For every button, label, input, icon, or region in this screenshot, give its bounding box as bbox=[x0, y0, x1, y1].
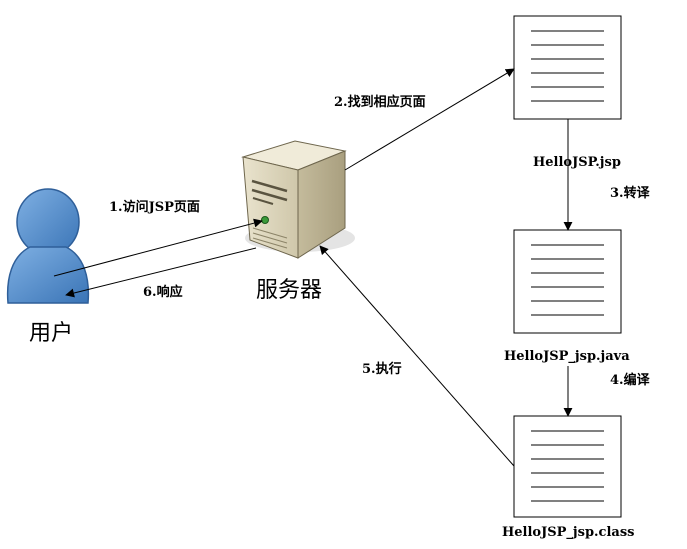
document-icon bbox=[513, 15, 622, 120]
document-icon bbox=[513, 229, 622, 334]
step-2-label: 2.找到相应页面 bbox=[334, 94, 426, 110]
arrow-execute bbox=[319, 245, 515, 467]
user-icon bbox=[6, 188, 90, 304]
step-4-label: 4.编译 bbox=[610, 372, 651, 388]
java-file-label: HelloJSP_jsp.java bbox=[504, 349, 630, 364]
arrow-response bbox=[65, 247, 257, 298]
arrow-find-page bbox=[344, 68, 515, 171]
step-3-label: 3.转译 bbox=[610, 185, 651, 201]
user-label: 用户 bbox=[29, 321, 73, 346]
jsp-file-label: HelloJSP.jsp bbox=[533, 155, 621, 170]
class-file-label: HelloJSP_jsp.class bbox=[502, 525, 634, 540]
step-5-label: 5.执行 bbox=[362, 361, 402, 377]
arrow-visit bbox=[53, 218, 263, 277]
server-tower-icon bbox=[241, 140, 355, 259]
document-icon bbox=[513, 415, 622, 518]
step-6-label: 6.响应 bbox=[143, 284, 183, 300]
server-label: 服务器 bbox=[256, 278, 322, 303]
step-1-label: 1.访问JSP页面 bbox=[109, 199, 200, 215]
